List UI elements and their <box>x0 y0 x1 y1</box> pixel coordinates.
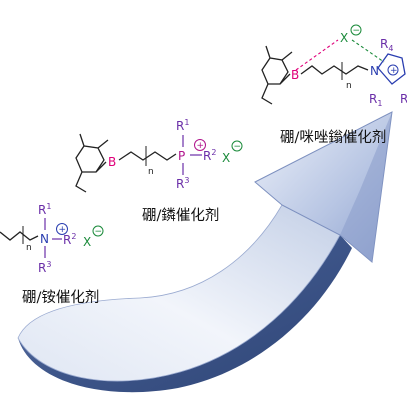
r1-label-2: R1 <box>176 118 189 133</box>
r2-label-2: R2 <box>203 148 216 163</box>
phosphonium-structure: B n P + R1 R2 R3 X − <box>75 118 243 193</box>
r4-label: R4 <box>380 37 393 53</box>
boron-atom-2: B <box>108 155 116 169</box>
phosphorus-atom: P <box>178 149 185 163</box>
anion-minus-3: − <box>353 26 361 36</box>
ammonium-structure: n N + R1 R2 R3 X − <box>0 202 104 275</box>
r1-label-3: R1 <box>369 92 382 108</box>
alkyl-chain-1 <box>0 231 39 241</box>
imidazolium-structure: B n N + R4 R1 R X − <box>261 24 407 108</box>
imidazolium-ring <box>377 53 406 85</box>
boron-atom-3: B <box>291 68 299 82</box>
label-phosphonium: 硼/鏻催化剂 <box>142 207 219 224</box>
chain-n-1: n <box>26 243 32 253</box>
anion-minus-1: − <box>95 227 103 237</box>
alkyl-chain-3 <box>300 65 369 75</box>
counterion-3: X <box>340 31 348 45</box>
chain-n-2: n <box>148 167 154 177</box>
cation-plus-3: + <box>390 66 398 76</box>
curved-arrow <box>17 111 393 393</box>
dashed-bond-x-ring <box>351 39 385 63</box>
counterion-1: X <box>83 235 91 249</box>
alkyl-chain-2 <box>118 151 177 161</box>
anion-minus-2: − <box>234 142 242 152</box>
label-imidazolium: 硼/咪唑鎓催化剂 <box>280 129 386 146</box>
dashed-bond-b-x <box>295 39 339 71</box>
r3-label-2: R3 <box>176 176 189 191</box>
nitrogen-atom-1: N <box>40 232 49 246</box>
cation-plus-2: + <box>197 141 205 151</box>
r-label-right: R <box>400 92 407 106</box>
label-ammonium: 硼/铵催化剂 <box>22 289 99 306</box>
r2-label-1: R2 <box>63 232 76 247</box>
arrow-underside <box>18 235 352 393</box>
borane-cage-2 <box>75 133 109 193</box>
counterion-2: X <box>222 151 230 165</box>
cation-plus-1: + <box>59 225 67 235</box>
borane-cage <box>261 45 293 105</box>
r3-label-1: R3 <box>38 260 51 275</box>
nitrogen-atom-3: N <box>370 64 379 78</box>
anion-charge-2 <box>231 140 243 152</box>
cation-charge-2 <box>194 139 206 151</box>
anion-charge-1 <box>92 225 104 237</box>
anion-charge-3 <box>350 24 362 36</box>
chain-n-3: n <box>346 81 352 91</box>
r1-label-1: R1 <box>38 202 51 217</box>
cation-charge-3 <box>387 64 399 76</box>
cation-charge-1 <box>56 223 68 235</box>
arrow-head-shade <box>340 112 392 262</box>
